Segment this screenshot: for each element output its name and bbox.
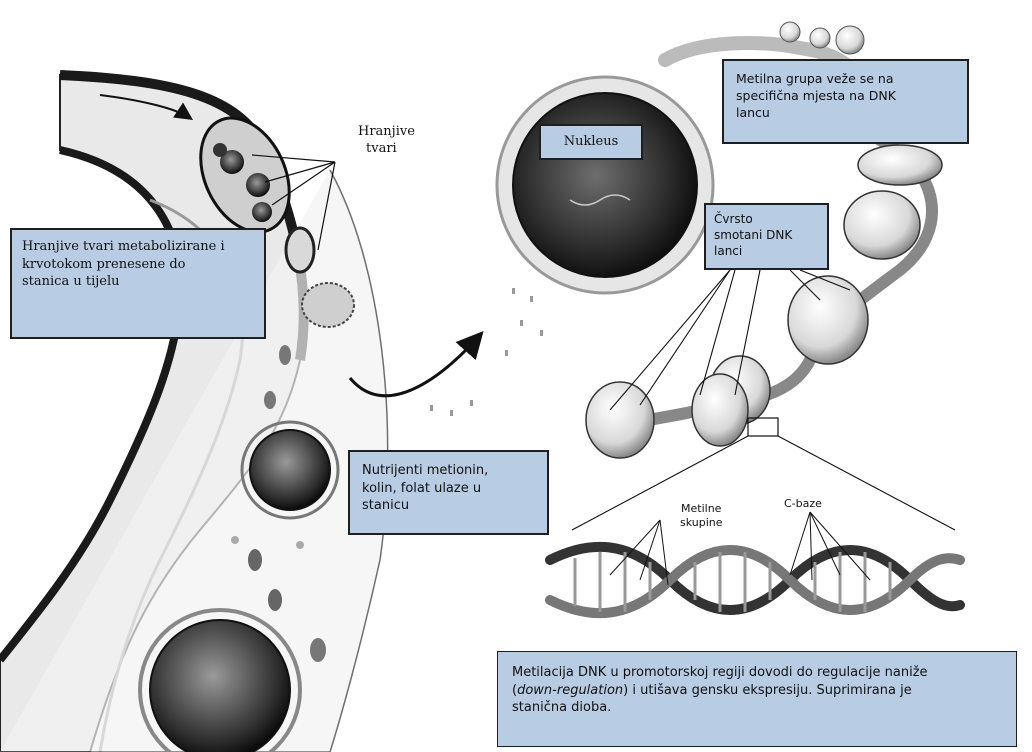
callout-dna-methylation: Metilacija DNK u promotorskoj regiji dov… xyxy=(497,651,1017,747)
label-hranjive-tvari: Hranjive tvari xyxy=(358,124,415,158)
callout-nutrients-metabolized: Hranjive tvari metabolizirane i krvotoko… xyxy=(10,228,266,339)
callout-coiled-dna: Čvrsto smotani DNK lanci xyxy=(704,203,829,270)
callout-enter-line3: stanicu xyxy=(362,497,535,515)
callout-nutrients-enter-cell: Nutrijenti metionin, kolin, folat ulaze … xyxy=(348,450,549,535)
callout-nucleus-text: Nukleus xyxy=(564,134,619,149)
callout-metabolized-line3: stanica u tijelu xyxy=(22,273,254,291)
callout-methylation-line2: (down-regulation) i utišava gensku ekspr… xyxy=(512,682,1002,700)
callout-methyl-line2: specifična mjesta na DNK xyxy=(736,88,955,105)
callout-enter-line2: kolin, folat ulaze u xyxy=(362,480,535,498)
callout-metabolized-line1: Hranjive tvari metabolizirane i xyxy=(22,238,254,256)
label-c-baze-text: C-baze xyxy=(784,497,822,511)
label-metilne-line2: skupine xyxy=(680,516,723,530)
callout-coiled-line3: lanci xyxy=(714,243,819,259)
callout-metabolized-line2: krvotokom prenesene do xyxy=(22,256,254,274)
callout-methylation-italic: down-regulation xyxy=(517,683,623,698)
callout-coiled-line1: Čvrsto xyxy=(714,211,819,227)
callout-methylation-line3: stanična dioba. xyxy=(512,699,1002,717)
label-metilne-skupine: Metilne skupine xyxy=(680,502,723,531)
dna-helix xyxy=(550,512,960,613)
callout-nucleus: Nukleus xyxy=(539,124,643,160)
callout-methyl-line1: Metilna grupa veže se na xyxy=(736,71,955,88)
label-hranjive-line2: tvari xyxy=(358,141,415,158)
callout-methyl-group: Metilna grupa veže se na specifična mjes… xyxy=(722,59,969,144)
label-c-baze: C-baze xyxy=(784,497,822,511)
callout-methylation-line2-rest: ) i utišava gensku ekspresiju. Suprimira… xyxy=(623,683,912,698)
callout-methylation-line1: Metilacija DNK u promotorskoj regiji dov… xyxy=(512,664,1002,682)
callout-methyl-line3: lancu xyxy=(736,105,955,122)
label-metilne-line1: Metilne xyxy=(680,502,723,516)
nucleus-cell xyxy=(497,77,713,293)
label-hranjive-line1: Hranjive xyxy=(358,124,415,141)
callout-coiled-line2: smotani DNK xyxy=(714,227,819,243)
scatter-particles xyxy=(430,288,543,416)
callout-enter-line1: Nutrijenti metionin, xyxy=(362,462,535,480)
